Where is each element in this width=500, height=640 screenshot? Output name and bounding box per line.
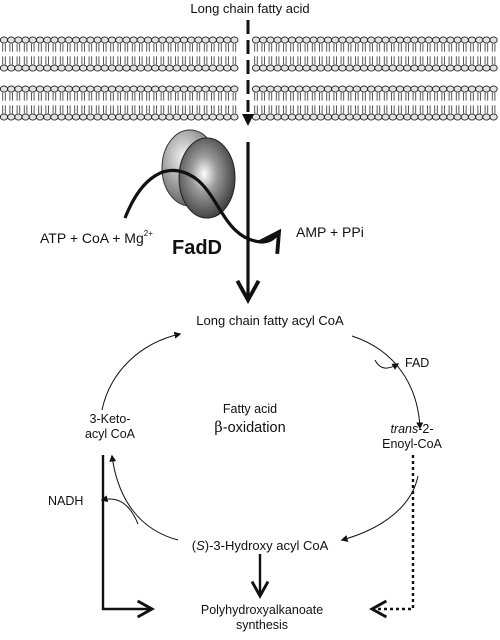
cycle-arrow-to-hydroxy bbox=[340, 475, 419, 542]
hydroxy-s: S bbox=[196, 538, 205, 553]
fadd-protein-icon bbox=[161, 129, 236, 219]
cofactors-text: ATP + CoA + Mg bbox=[40, 230, 144, 246]
inner-membrane bbox=[0, 85, 498, 121]
cycle-arrow-to-enoyl bbox=[351, 335, 424, 430]
keto-to-pha-arrow bbox=[101, 455, 155, 619]
keto-acyl-coa-label: 3-Keto- acyl CoA bbox=[85, 412, 135, 442]
cycle-arrow-to-keto bbox=[109, 454, 179, 541]
pha-line1: Polyhydroxyalkanoate bbox=[200, 603, 324, 617]
enoyl-to-pha-dotted-arrow bbox=[369, 455, 415, 619]
fad-label: FAD bbox=[405, 356, 430, 370]
keto-line1: 3-Keto- bbox=[89, 412, 131, 426]
acyl-coa-label: Long chain fatty acyl CoA bbox=[196, 313, 344, 328]
pha-line2: synthesis bbox=[235, 618, 289, 632]
cycle-title-oxidation: -oxidation bbox=[222, 420, 286, 436]
cycle-title-line2: β-oxidation bbox=[214, 420, 285, 437]
cycle-arrow-to-acyl-coa bbox=[101, 331, 182, 411]
enoyl-trans: trans bbox=[390, 422, 419, 436]
outer-membrane bbox=[0, 36, 498, 72]
pha-synthesis-label: Polyhydroxyalkanoate synthesis bbox=[201, 603, 323, 633]
hydroxy-acyl-coa-label: (S)-3-Hydroxy acyl CoA bbox=[192, 538, 329, 554]
enoyl-line2: Enoyl-CoA bbox=[382, 437, 442, 451]
hydroxy-rest: )-3-Hydroxy acyl CoA bbox=[204, 538, 329, 553]
nadh-branch-arrow bbox=[100, 495, 139, 525]
amp-ppi-label: AMP + PPi bbox=[296, 224, 364, 240]
fad-branch-arrow bbox=[374, 359, 400, 370]
keto-line2: acyl CoA bbox=[84, 427, 136, 441]
enoyl-coa-label: trans-2- Enoyl-CoA bbox=[382, 422, 442, 452]
beta-symbol: β bbox=[214, 420, 223, 436]
hydroxy-paren: ( bbox=[191, 538, 197, 553]
enoyl-line1: trans-2- bbox=[382, 422, 442, 437]
activation-curve-arrow bbox=[123, 168, 282, 255]
enoyl-suffix: -2- bbox=[418, 422, 434, 436]
cycle-title-line1: Fatty acid bbox=[222, 402, 278, 416]
cofactors-superscript: 2+ bbox=[143, 229, 153, 238]
cycle-title: Fatty acid β-oxidation bbox=[214, 402, 285, 437]
enzyme-fadd-label: FadD bbox=[172, 237, 222, 259]
long-chain-fatty-acid-label: Long chain fatty acid bbox=[190, 1, 310, 16]
transport-arrowhead bbox=[242, 114, 254, 126]
nadh-label: NADH bbox=[48, 494, 84, 508]
cofactors-label: ATP + CoA + Mg2+ bbox=[40, 229, 153, 247]
